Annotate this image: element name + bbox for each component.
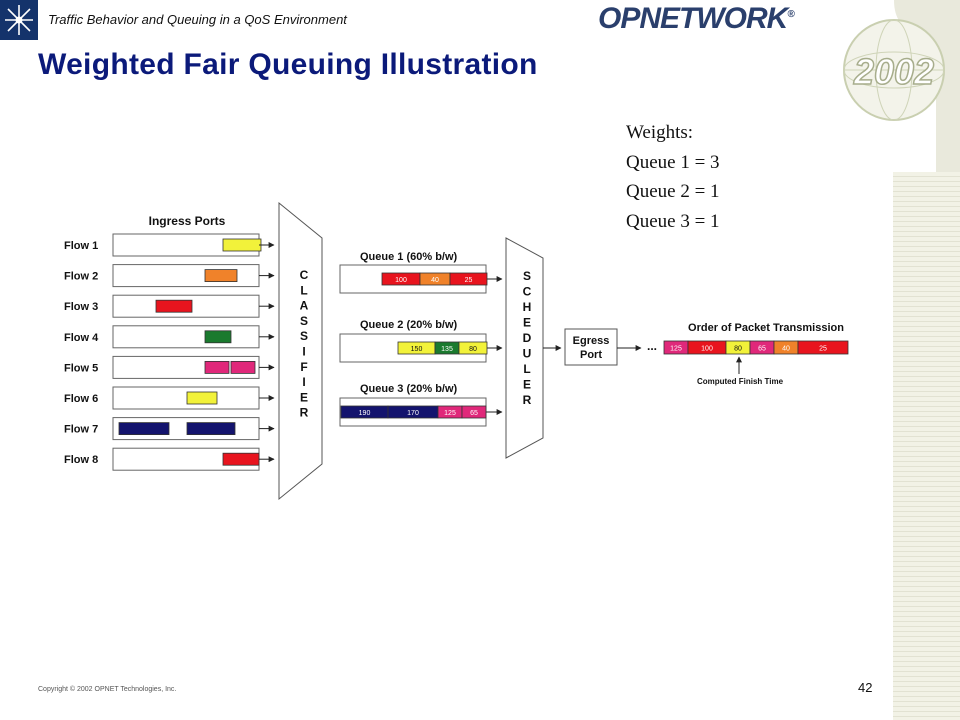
weights-heading: Weights:	[626, 122, 694, 143]
queue-packet-label: 190	[359, 410, 371, 417]
classifier-block	[278, 201, 323, 501]
badge-year: 2002	[853, 51, 934, 92]
classifier-letter: I	[302, 345, 305, 359]
weight-queue-2: Queue 2 = 1	[626, 181, 720, 202]
queue-label: Queue 3 (20% b/w)	[360, 383, 458, 395]
order-packet-label: 40	[782, 346, 790, 353]
weights-legend: Weights: Queue 1 = 3 Queue 2 = 1 Queue 3…	[626, 118, 720, 236]
classifier-letter: C	[300, 268, 309, 282]
badge-grid-lines	[843, 19, 945, 121]
flow-port-box	[112, 386, 260, 410]
transmission-order: 125 100 80 65 40 25	[663, 340, 849, 355]
opnetwork-logo: OPNETWORK®	[598, 2, 795, 36]
star-icon	[5, 5, 33, 35]
scheduler-letter: U	[523, 347, 532, 361]
opnet-star-logo	[0, 0, 38, 40]
flow-label: Flow 3	[64, 301, 98, 313]
classifier-letter: F	[300, 360, 307, 374]
classifier-letter: E	[300, 390, 308, 404]
order-packet-label: 100	[701, 346, 713, 353]
order-packet-label: 125	[670, 346, 682, 353]
queue-packet-label: 25	[465, 277, 473, 284]
flow-label: Flow 4	[64, 332, 99, 344]
queue-packet	[449, 272, 488, 286]
brand-text: OPNETWORK	[598, 2, 788, 35]
flow-packet	[186, 391, 218, 405]
brand-registered-mark: ®	[787, 9, 794, 20]
order-packet-label: 65	[758, 346, 766, 353]
opnetwork-2002-badge: 2002	[843, 0, 960, 210]
slide-title: Weighted Fair Queuing Illustration	[38, 48, 538, 81]
queue-packet-label: 125	[444, 410, 456, 417]
queue-packet-label: 170	[407, 410, 419, 417]
order-packet	[797, 340, 849, 355]
scheduler-letter: R	[523, 393, 532, 407]
copyright-notice: Copyright © 2002 OPNET Technologies, Inc…	[38, 686, 177, 693]
flow-packet	[155, 299, 193, 313]
ingress-ports-title: Ingress Ports	[149, 214, 226, 228]
flow-packet	[186, 422, 236, 436]
flow-packet	[204, 269, 238, 282]
classifier-letter: L	[300, 283, 307, 297]
badge-swoosh	[894, 0, 960, 210]
flow-packet	[222, 452, 260, 466]
decorative-side-strip	[893, 172, 960, 720]
queue-label: Queue 2 (20% b/w)	[360, 319, 458, 331]
finish-time-label: Computed Finish Time	[697, 377, 784, 386]
queue-packet-label: 80	[469, 346, 477, 353]
flow-packet	[204, 360, 230, 374]
scheduler-letter: D	[523, 331, 532, 345]
classifier-letter: R	[300, 406, 309, 420]
classifier-letter: S	[300, 329, 308, 343]
classifier-letter: A	[300, 299, 309, 313]
flow-packet	[222, 238, 262, 252]
flow-packet	[118, 422, 170, 436]
flow-label: Flow 5	[64, 362, 98, 374]
flow-packet	[204, 330, 232, 344]
queue-packet-label: 100	[395, 277, 407, 284]
order-packet-label: 80	[734, 346, 742, 353]
weight-queue-3: Queue 3 = 1	[626, 210, 720, 232]
classifier-letter: I	[302, 375, 305, 389]
flow-packet	[230, 360, 256, 374]
scheduler-letter: L	[523, 362, 530, 376]
scheduler-letter: S	[523, 269, 531, 283]
queue-packet	[461, 405, 487, 419]
scheduler-block	[505, 237, 544, 459]
weight-queue-1: Queue 1 = 3	[626, 151, 720, 173]
classifier-letter: S	[300, 314, 308, 328]
queue-packet-label: 135	[441, 346, 453, 353]
queue-label: Queue 1 (60% b/w)	[360, 251, 458, 263]
scheduler-letter: C	[523, 285, 532, 299]
queue-packet-label: 40	[431, 277, 439, 284]
scheduler-letter: H	[523, 300, 532, 314]
egress-port-box	[564, 328, 618, 366]
scheduler-letter: E	[523, 378, 531, 392]
scheduler-letter: E	[523, 316, 531, 330]
flow-label: Flow 8	[64, 454, 98, 466]
page-number: 42	[858, 680, 873, 695]
presentation-subtitle: Traffic Behavior and Queuing in a QoS En…	[48, 12, 347, 27]
egress-label-line-1: Egress	[573, 335, 610, 347]
flow-port-box	[112, 325, 260, 349]
flow-label: Flow 1	[64, 240, 98, 252]
order-title: Order of Packet Transmission	[688, 322, 844, 334]
flow-label: Flow 2	[64, 271, 98, 283]
header-bar	[0, 0, 960, 40]
order-packet-label: 25	[819, 346, 827, 353]
flow-list: Flow 1 Flow 2 Flow 3 Flow 4 Flow 5 Flow 6 Flow…	[64, 233, 275, 471]
queue-packet-label: 150	[411, 346, 423, 353]
flow-label: Flow 6	[64, 393, 98, 405]
queue-packet	[458, 341, 488, 355]
egress-label-line-2: Port	[580, 349, 602, 361]
queue-packet-label: 65	[470, 410, 478, 417]
flow-label: Flow 7	[64, 424, 98, 436]
ellipsis: ...	[647, 339, 657, 353]
